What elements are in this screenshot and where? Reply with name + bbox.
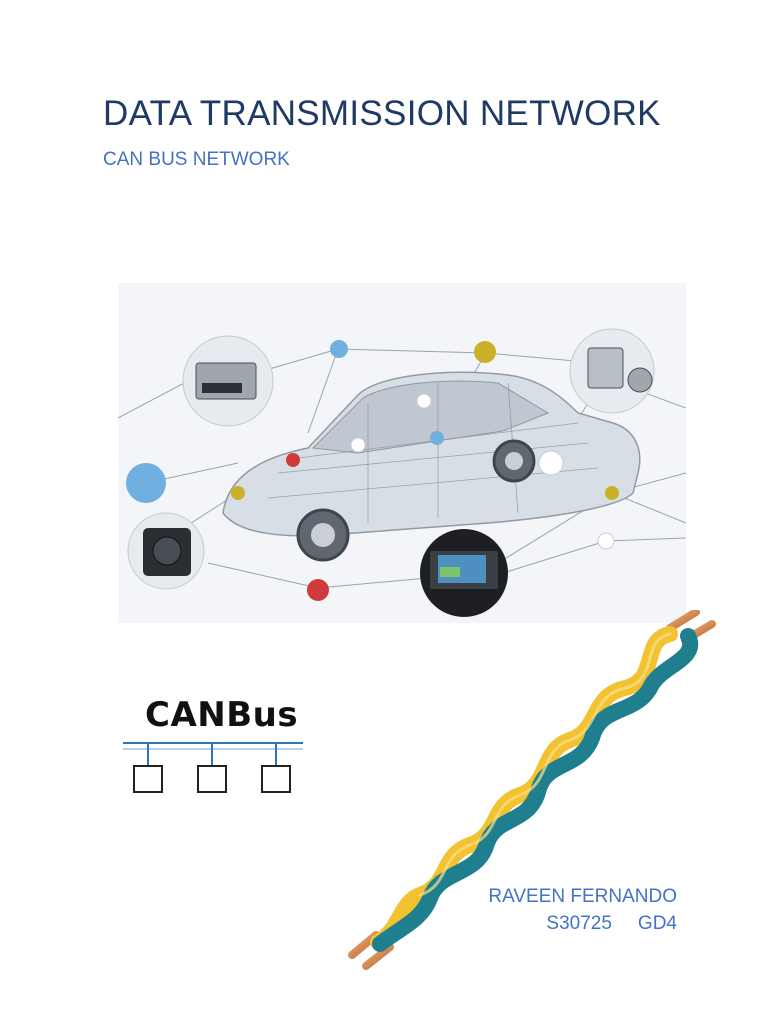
group-code: GD4 — [637, 913, 677, 934]
bus-diagram-icon — [123, 742, 303, 793]
author-name: RAVEEN FERNANDO — [488, 886, 677, 907]
document-title: DATA TRANSMISSION NETWORK — [103, 94, 661, 133]
car-icon — [222, 371, 641, 562]
document-subtitle: CAN BUS NETWORK — [103, 149, 290, 170]
author-id-line: S30725 GD4 — [488, 910, 677, 937]
canbus-logo-text: CANBus — [145, 695, 299, 735]
infotainment-unit-icon — [420, 529, 508, 617]
canbus-logo: CANBus — [118, 695, 318, 800]
camera-sensor-icon — [127, 512, 205, 590]
twisted-pair-cable-illustration — [330, 608, 730, 980]
student-id: S30725 — [546, 913, 612, 934]
network-nodes — [126, 340, 619, 601]
ecu-module-icon — [182, 335, 274, 427]
author-block: RAVEEN FERNANDO S30725 GD4 — [488, 883, 677, 937]
abs-module-icon — [569, 328, 655, 414]
can-network-car-illustration — [118, 283, 686, 623]
